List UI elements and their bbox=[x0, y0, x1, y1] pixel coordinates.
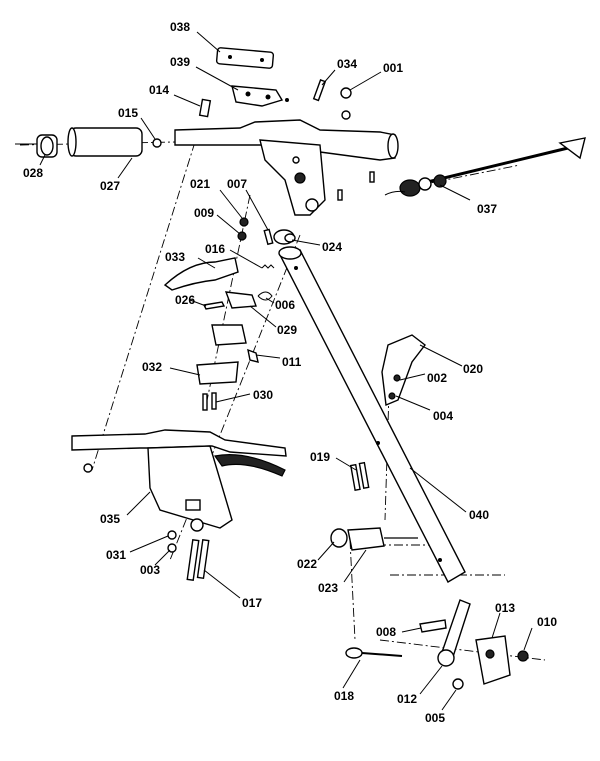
callout-023: 023 bbox=[318, 581, 338, 595]
callout-013: 013 bbox=[495, 601, 515, 615]
callout-019: 019 bbox=[310, 450, 330, 464]
part-005-nut bbox=[452, 678, 464, 690]
part-022-023-sleeve bbox=[330, 527, 418, 551]
part-016-spring bbox=[261, 264, 275, 269]
part-001-nut bbox=[340, 87, 352, 120]
callout-035: 035 bbox=[100, 512, 120, 526]
assembly-center-lines bbox=[19, 141, 546, 661]
callout-038: 038 bbox=[170, 20, 190, 34]
callout-022: 022 bbox=[297, 557, 317, 571]
callout-034: 034 bbox=[337, 57, 357, 71]
callout-011: 011 bbox=[282, 355, 302, 369]
callout-004: 004 bbox=[433, 409, 453, 423]
callout-001: 001 bbox=[383, 61, 403, 75]
callout-002: 002 bbox=[427, 371, 447, 385]
part-038-mounting-plate bbox=[215, 47, 275, 69]
part-040-main-tube bbox=[278, 246, 466, 583]
part-030-screws bbox=[202, 392, 217, 411]
part-012-arm bbox=[437, 599, 471, 667]
part-020-cover bbox=[381, 334, 426, 407]
callout-009: 009 bbox=[194, 206, 214, 220]
callout-033: 033 bbox=[165, 250, 185, 264]
part-037-cable bbox=[384, 137, 586, 197]
part-011-block bbox=[211, 324, 259, 363]
callout-016: 016 bbox=[205, 242, 225, 256]
part-033-brake-lever bbox=[163, 257, 239, 291]
callout-026: 026 bbox=[175, 293, 195, 307]
part-035-lower-handlebar bbox=[71, 429, 287, 532]
callout-031: 031 bbox=[106, 548, 126, 562]
part-010-cap bbox=[517, 650, 529, 662]
callout-005: 005 bbox=[425, 711, 445, 725]
part-024-collar bbox=[273, 229, 296, 245]
callout-037: 037 bbox=[477, 202, 497, 216]
callout-012: 012 bbox=[397, 692, 417, 706]
callout-018: 018 bbox=[334, 689, 354, 703]
callout-027: 027 bbox=[100, 179, 120, 193]
part-032-clip bbox=[196, 361, 239, 385]
part-027-hand-grip bbox=[67, 127, 143, 157]
part-013-foot-head bbox=[475, 635, 511, 685]
part-028-end-plug bbox=[15, 134, 58, 158]
callout-020: 020 bbox=[463, 362, 483, 376]
part-018-rod bbox=[345, 647, 403, 659]
callout-010: 010 bbox=[537, 615, 557, 629]
part-031-003-washers bbox=[167, 530, 177, 553]
part-026-029-006-latch-parts bbox=[202, 291, 273, 310]
part-039-bracket bbox=[231, 85, 289, 107]
callout-021: 021 bbox=[190, 177, 210, 191]
callout-014: 014 bbox=[149, 83, 169, 97]
callout-006: 006 bbox=[275, 298, 295, 312]
callout-015: 015 bbox=[118, 106, 138, 120]
part-008-pin bbox=[419, 619, 447, 633]
callout-008: 008 bbox=[376, 625, 396, 639]
callout-024: 024 bbox=[322, 240, 342, 254]
part-021-007-009-small-fasteners bbox=[237, 171, 375, 246]
part-015-nut bbox=[152, 138, 162, 148]
part-014-screw bbox=[198, 98, 212, 118]
callout-003: 003 bbox=[140, 563, 160, 577]
callout-032: 032 bbox=[142, 360, 162, 374]
callout-017: 017 bbox=[242, 596, 262, 610]
callout-039: 039 bbox=[170, 55, 190, 69]
callout-028: 028 bbox=[23, 166, 43, 180]
callout-labels: 038 039 014 015 034 001 028 027 021 007 … bbox=[23, 20, 557, 725]
part-019-pins bbox=[349, 461, 370, 491]
part-017-bolts bbox=[186, 538, 210, 582]
callout-040: 040 bbox=[469, 508, 489, 522]
callout-leader-lines bbox=[39, 31, 533, 711]
callout-029: 029 bbox=[277, 323, 297, 337]
callout-030: 030 bbox=[253, 388, 273, 402]
callout-007: 007 bbox=[227, 177, 247, 191]
upper-handlebar-assembly bbox=[174, 119, 399, 216]
